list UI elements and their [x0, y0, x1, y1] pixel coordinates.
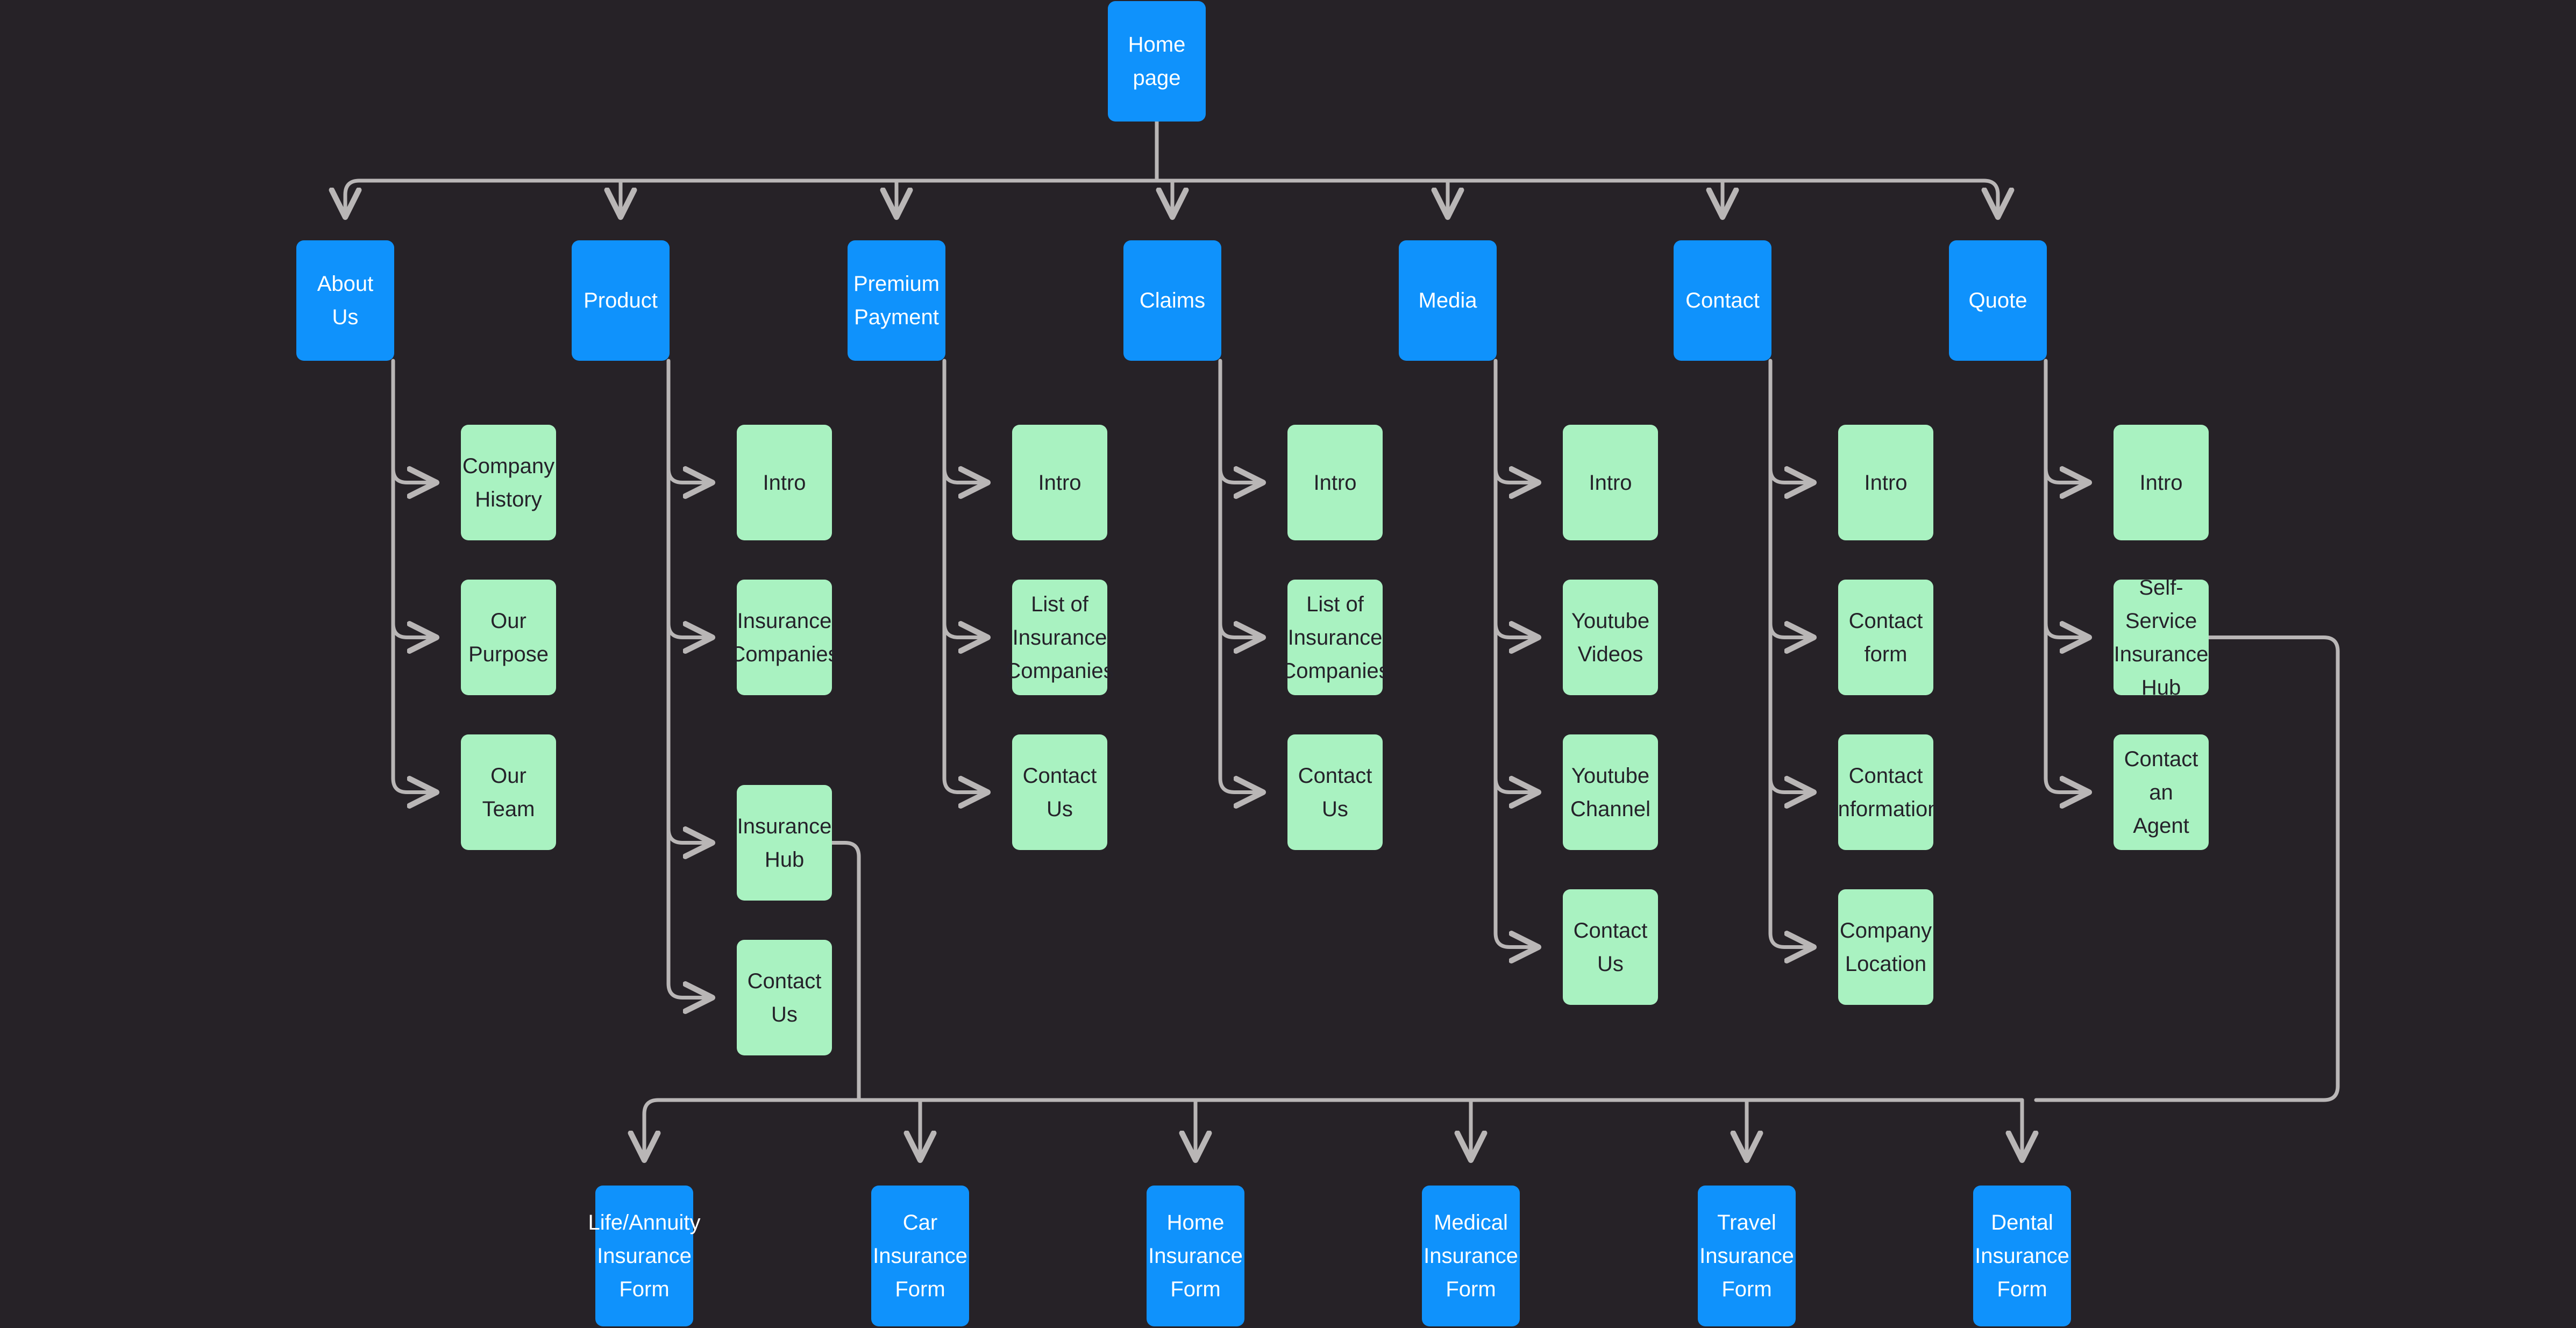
node-label: Contact Us [747, 969, 822, 1026]
sitemap-node-form-dental[interactable]: Dental Insurance Form [1973, 1186, 2071, 1326]
sitemap-node-claims[interactable]: Claims [1123, 240, 1221, 361]
node-label: Intro [1864, 470, 1908, 495]
node-label: Contact Us [1022, 763, 1097, 821]
node-label: Youtube Videos [1571, 609, 1650, 666]
node-label: List of Insurance Companies [1005, 592, 1114, 683]
node-label: Our Purpose [468, 609, 549, 666]
sitemap-node-prod-contact[interactable]: Contact Us [737, 940, 832, 1055]
sitemap-node-form-car[interactable]: Car Insurance Form [871, 1186, 969, 1326]
node-label: Travel Insurance Form [1699, 1211, 1794, 1301]
node-label: Insurance Hub [737, 814, 832, 872]
sitemap-node-about-purpose[interactable]: Our Purpose [461, 580, 556, 695]
node-label: Home Insurance Form [1148, 1211, 1243, 1301]
sitemap-node-claim-contact[interactable]: Contact Us [1287, 734, 1383, 850]
sitemap-node-cont-location[interactable]: Company Location [1838, 889, 1933, 1005]
node-label: Medical Insurance Form [1424, 1211, 1518, 1301]
node-label: Intro [2139, 470, 2183, 495]
node-label: Product [583, 289, 658, 312]
node-label: Contact Us [1298, 763, 1372, 821]
sitemap-node-cont-intro[interactable]: Intro [1838, 425, 1933, 540]
node-label: Contact form [1848, 609, 1923, 666]
node-label: About Us [317, 272, 374, 329]
node-label: Intro [1038, 470, 1081, 495]
sitemap-node-product[interactable]: Product [572, 240, 670, 361]
sitemap-node-quote-agent[interactable]: Contact an Agent [2114, 734, 2209, 850]
sitemap-node-quote[interactable]: Quote [1949, 240, 2047, 361]
node-label: Contact Information [1832, 763, 1940, 821]
node-label: Media [1418, 289, 1477, 312]
sitemap-node-prod-intro[interactable]: Intro [737, 425, 832, 540]
sitemap-node-form-home[interactable]: Home Insurance Form [1147, 1186, 1244, 1326]
sitemap-node-cont-form[interactable]: Contact form [1838, 580, 1933, 695]
sitemap-node-form-life[interactable]: Life/Annuity Insurance Form [588, 1186, 701, 1326]
node-label: Home page [1128, 33, 1186, 90]
sitemap-node-home[interactable]: Home page [1108, 1, 1206, 122]
sitemap-node-prod-hub[interactable]: Insurance Hub [737, 785, 832, 901]
node-label: Contact Us [1573, 918, 1648, 976]
sitemap-node-premium[interactable]: Premium Payment [848, 240, 945, 361]
sitemap-node-media-channel[interactable]: Youtube Channel [1563, 734, 1658, 850]
sitemap-node-claim-list[interactable]: List of Insurance Companies [1280, 580, 1390, 695]
node-label: Insurance Companies [730, 609, 839, 666]
node-label: Intro [1589, 470, 1632, 495]
node-label: Contact [1685, 289, 1760, 312]
node-label: Our Team [482, 763, 535, 821]
node-label: Intro [1313, 470, 1357, 495]
sitemap-node-about[interactable]: About Us [296, 240, 394, 361]
sitemap-node-form-travel[interactable]: Travel Insurance Form [1698, 1186, 1796, 1326]
node-label: Contact an Agent [2124, 747, 2198, 838]
node-label: List of Insurance Companies [1280, 592, 1390, 683]
node-label: Car Insurance Form [873, 1211, 967, 1301]
sitemap-node-media[interactable]: Media [1399, 240, 1497, 361]
sitemap-node-quote-hub[interactable]: Self-Service Insurance Hub [2114, 576, 2209, 699]
sitemap-node-cont-info[interactable]: Contact Information [1832, 734, 1940, 850]
node-label: Dental Insurance Form [1975, 1211, 2069, 1301]
sitemap-node-prem-list[interactable]: List of Insurance Companies [1005, 580, 1114, 695]
sitemap-node-prod-companies[interactable]: Insurance Companies [730, 580, 839, 695]
node-label: Quote [1968, 289, 2027, 312]
sitemap-node-media-videos[interactable]: Youtube Videos [1563, 580, 1658, 695]
sitemap-node-about-team[interactable]: Our Team [461, 734, 556, 850]
node-label: Claims [1139, 289, 1206, 312]
node-label: Premium Payment [853, 272, 940, 329]
sitemap-node-claim-intro[interactable]: Intro [1287, 425, 1383, 540]
node-label: Company History [462, 454, 555, 511]
sitemap-node-media-intro[interactable]: Intro [1563, 425, 1658, 540]
sitemap-node-form-medical[interactable]: Medical Insurance Form [1422, 1186, 1520, 1326]
sitemap-node-quote-intro[interactable]: Intro [2114, 425, 2209, 540]
node-label: Life/Annuity Insurance Form [588, 1211, 701, 1301]
sitemap-node-about-history[interactable]: Company History [461, 425, 556, 540]
sitemap-node-contact[interactable]: Contact [1674, 240, 1771, 361]
node-label: Self-Service Insurance Hub [2114, 575, 2209, 699]
node-label: Intro [763, 470, 806, 495]
node-label: Youtube Channel [1570, 763, 1650, 821]
sitemap-node-media-contact[interactable]: Contact Us [1563, 889, 1658, 1005]
node-label: Company Location [1839, 918, 1932, 976]
sitemap-node-prem-intro[interactable]: Intro [1012, 425, 1107, 540]
sitemap-node-prem-contact[interactable]: Contact Us [1012, 734, 1107, 850]
